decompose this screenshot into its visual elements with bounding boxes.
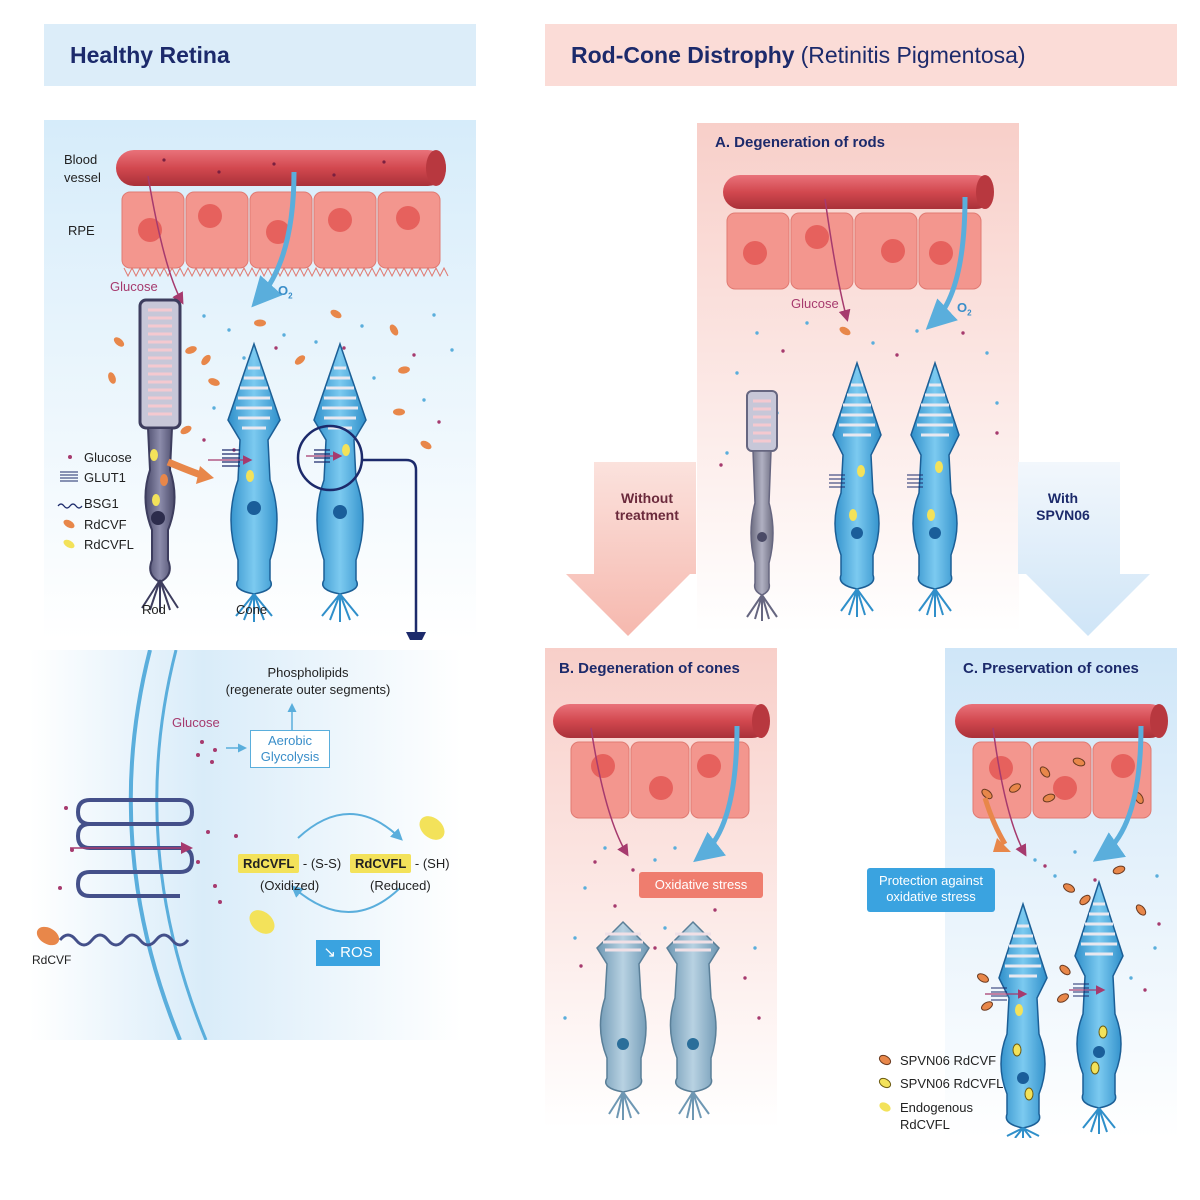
o2-arrow — [251, 171, 297, 308]
panel-b-title: B. Degeneration of cones — [559, 660, 740, 677]
panel-a-glucose-label: Glucose — [791, 296, 839, 311]
particles — [108, 309, 454, 452]
endogenous-text-2: RdCVFL — [900, 1117, 950, 1132]
panel-a-cone-2 — [907, 360, 960, 617]
down-arrow-icon: ↘ — [323, 944, 336, 961]
ros-text: ROS — [340, 944, 373, 961]
legend-glyphs — [57, 455, 83, 549]
with-spvn06-label: With SPVN06 — [1028, 490, 1098, 524]
panel-c-cone-1 — [977, 901, 1048, 1138]
phospholipids-text: Phospholipids — [267, 665, 349, 680]
rod-label: Rod — [142, 602, 166, 617]
rdcvfl-tag-oxidized: RdCVFL — [238, 854, 300, 873]
regenerate-text: (regenerate outer segments) — [225, 682, 391, 697]
spvn06-rdcvf-icon — [878, 1054, 892, 1066]
blood-vessel — [116, 150, 446, 186]
protection-text-1: Protection against — [878, 873, 984, 888]
cone-cell-1 — [208, 341, 281, 622]
panel-a: A. Degeneration of rods Glucose O2 — [697, 123, 1019, 633]
legend-spvn06-rdcvfl: SPVN06 RdCVFL — [900, 1076, 1004, 1091]
without-treatment-label: Without treatment — [606, 490, 688, 524]
spvn06-text: SPVN06 — [1036, 507, 1090, 523]
panel-a-illustration — [697, 123, 1019, 633]
zoom-rdcvf-label: RdCVF — [32, 953, 72, 967]
legend-rdcvfl: RdCVFL — [84, 537, 134, 552]
without-treatment-arrow — [566, 462, 696, 636]
aerobic-text: Aerobic — [267, 733, 313, 748]
cone-label: Cone — [236, 602, 268, 617]
cone-cell-2 — [306, 341, 367, 622]
protection-badge: Protection against oxidative stress — [867, 868, 995, 912]
panel-a-o2-sub: 2 — [967, 308, 972, 318]
dystrophy-title: Rod-Cone Distrophy — [571, 41, 795, 68]
panel-a-cone-1 — [829, 360, 882, 617]
zoom-connector — [362, 458, 426, 640]
reduced-label: (Reduced) — [370, 878, 431, 893]
rpe-label: RPE — [68, 223, 95, 238]
aerobic-glycolysis-box: Aerobic Glycolysis — [250, 730, 330, 768]
rod-cone-dystrophy-header: Rod-Cone Distrophy (Retinitis Pigmentosa… — [545, 24, 1177, 86]
rdcvf-bound — [36, 926, 60, 946]
endogenous-rdcvfl-icon — [879, 1102, 891, 1112]
ss-text: - (S-S) — [302, 856, 342, 871]
glucose-label: Glucose — [110, 279, 158, 294]
panel-a-o2-text: O — [957, 300, 968, 315]
oxidized-group: RdCVFL - (S-S) — [238, 854, 342, 873]
without-text: Without — [621, 490, 673, 506]
blood-vessel-label: Blood vessel — [64, 151, 114, 187]
spvn06-rdcvfl-icon — [878, 1077, 892, 1089]
oxidative-stress-badge: Oxidative stress — [639, 872, 763, 898]
endogenous-text-1: Endogenous — [900, 1100, 974, 1115]
healthy-retina-panel: Blood vessel RPE Glucose O2 Glucose GLUT… — [44, 120, 476, 640]
bsg1-wave — [58, 933, 190, 947]
degenerating-rod — [746, 390, 778, 621]
dystrophy-subtitle: (Retinitis Pigmentosa) — [800, 41, 1026, 68]
protection-text-2: oxidative stress — [886, 889, 976, 904]
sh-text: - (SH) — [414, 856, 450, 871]
legend-glut1: GLUT1 — [84, 470, 126, 485]
legend-spvn06-rdcvf: SPVN06 RdCVF — [900, 1053, 997, 1068]
healthy-retina-illustration — [44, 120, 476, 640]
rdcvfl-tag-reduced: RdCVFL — [350, 854, 412, 873]
panel-a-o2-label: O2 — [957, 299, 972, 322]
panel-b-cone-2 — [666, 920, 720, 1120]
legend-glucose: Glucose — [84, 450, 132, 465]
o2-text: O — [278, 283, 289, 298]
rpe-cells — [121, 191, 449, 278]
zoom-panel: Phospholipids (regenerate outer segments… — [30, 650, 462, 1040]
healthy-retina-header: Healthy Retina — [44, 24, 476, 86]
with-spvn06-arrow — [1018, 462, 1150, 636]
zoom-circle — [296, 424, 364, 492]
o2-sub: 2 — [288, 291, 293, 301]
oxidation-arrow — [290, 885, 401, 913]
oxidized-label: (Oxidized) — [260, 878, 320, 893]
glucose-arrow — [147, 175, 184, 305]
blood-vessel-text: Blood vessel — [64, 152, 101, 185]
reduction-arrow — [297, 813, 403, 841]
legend-endogenous-rdcvfl: Endogenous RdCVFL — [900, 1099, 973, 1133]
panel-b-cone-1 — [596, 920, 650, 1120]
panel-c-title: C. Preservation of cones — [963, 660, 1139, 677]
panel-a-title: A. Degeneration of rods — [715, 134, 886, 151]
o2-label: O2 — [278, 282, 293, 305]
healthy-retina-title: Healthy Retina — [70, 41, 230, 68]
glycolysis-text: Glycolysis — [260, 749, 320, 764]
treatment-text: treatment — [615, 507, 679, 523]
phospholipids-label: Phospholipids (regenerate outer segments… — [208, 664, 408, 698]
legend-rdcvf: RdCVF — [84, 517, 127, 532]
with-text: With — [1047, 490, 1079, 506]
panel-c-cone-2 — [1057, 879, 1124, 1134]
reduced-group: RdCVFL - (SH) — [350, 854, 450, 873]
zoom-glucose-label: Glucose — [172, 715, 220, 730]
legend-bsg1: BSG1 — [84, 496, 119, 511]
rod-cell — [138, 298, 182, 612]
ros-badge: ↘ ROS — [316, 940, 380, 966]
zoom-illustration — [30, 650, 462, 1040]
panel-b: B. Degeneration of cones Oxidative stres… — [545, 648, 777, 1128]
